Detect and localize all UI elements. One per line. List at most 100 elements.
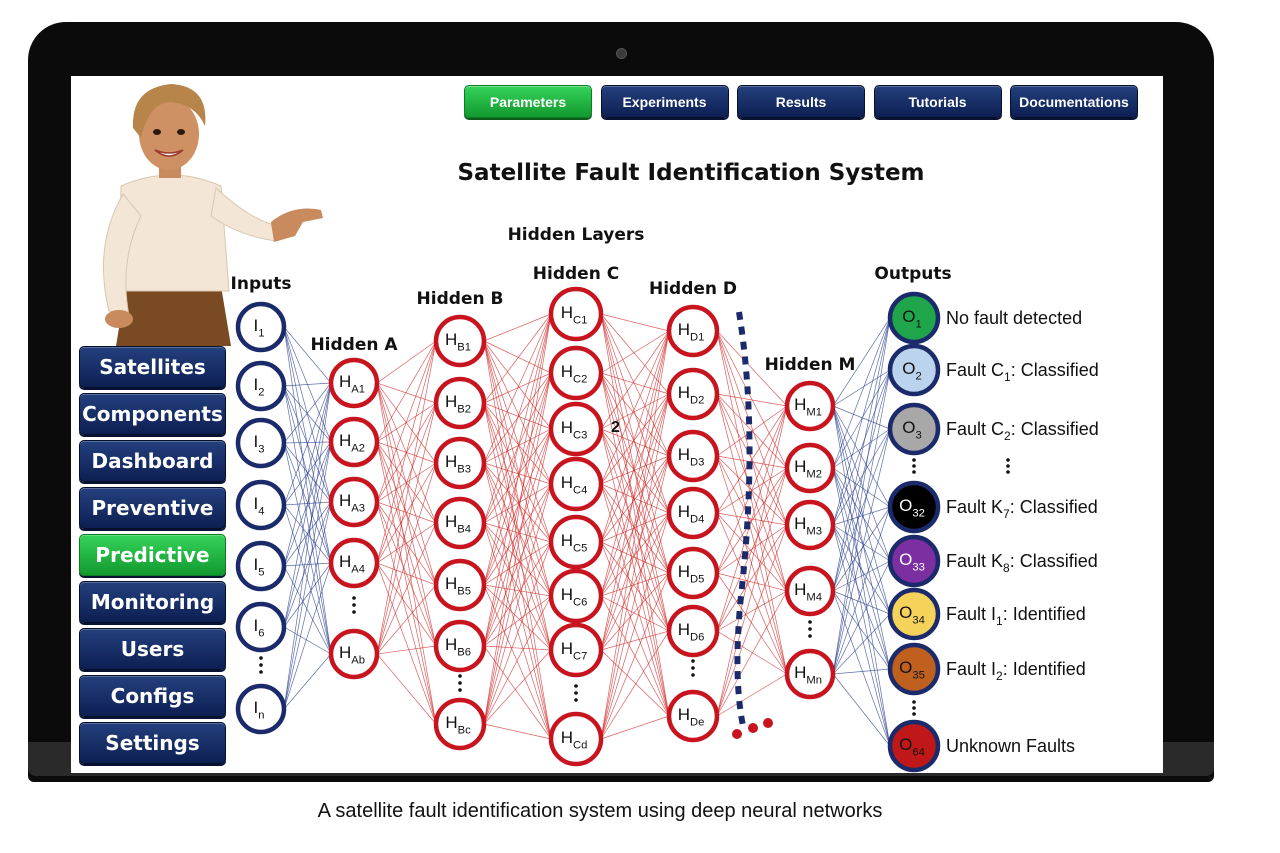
network-edge (483, 372, 552, 647)
network-edge (483, 428, 552, 464)
node-m-4 (784, 565, 836, 617)
node-b-4 (433, 496, 487, 550)
network-edge (600, 541, 670, 717)
sidebar-item-satellites[interactable]: Satellites (79, 346, 226, 388)
network-edge (600, 455, 670, 740)
output-node-label: O32 (899, 496, 925, 519)
network-edge (832, 560, 891, 675)
network-edge (376, 501, 437, 586)
sidebar-item-configs[interactable]: Configs (79, 675, 226, 717)
hidden-layers-label: Hidden Layers (508, 225, 645, 245)
network-edge (483, 462, 552, 740)
network-edge (483, 340, 552, 430)
network-edge (716, 405, 788, 632)
network-edge (832, 590, 891, 747)
network-edge (832, 405, 891, 508)
network-edge (283, 382, 332, 567)
node-d-1 (666, 304, 720, 358)
sidebar-item-settings[interactable]: Settings (79, 722, 226, 764)
tab-experiments[interactable]: Experiments (600, 85, 729, 118)
network-edge (716, 330, 788, 407)
sidebar-item-preventive[interactable]: Preventive (79, 487, 226, 529)
node-label: HM2 (794, 457, 822, 480)
ellipsis-dot (912, 700, 916, 704)
tab-documentations[interactable]: Documentations (1010, 85, 1138, 118)
network-edge (600, 572, 670, 740)
network-edge (376, 501, 437, 725)
node-label: HD5 (678, 562, 705, 585)
network-edge (483, 428, 552, 725)
network-edge (600, 630, 670, 740)
network-edge (600, 372, 670, 514)
network-edge (600, 428, 670, 632)
node-label: In (254, 698, 265, 721)
neural-network-diagram: I1I2I3I4I5I6InHA1HA2HA3HA4HAbHB1HB2HB3HB… (231, 225, 1099, 773)
network-edge (716, 512, 788, 592)
sidebar-item-dashboard[interactable]: Dashboard (79, 440, 226, 482)
ellipsis-dot (259, 670, 263, 674)
sidebar-item-monitoring[interactable]: Monitoring (79, 581, 226, 623)
output-label-7: Fault I2: Identified (946, 659, 1086, 683)
network-edges (283, 311, 891, 747)
network-edge (376, 340, 437, 564)
network-edge (483, 372, 552, 725)
node-label: HMn (794, 663, 822, 686)
network-edge (376, 340, 437, 384)
network-edge (483, 313, 552, 586)
network-edge (832, 590, 891, 670)
network-edge (600, 330, 670, 597)
network-edge (832, 560, 891, 592)
ellipsis-dot (808, 627, 812, 631)
ellipsis-dot (1006, 464, 1010, 468)
node-label: HC7 (561, 639, 588, 662)
ellipsis-dot (691, 666, 695, 670)
network-edge (483, 340, 552, 543)
node-label: HD4 (678, 502, 705, 525)
network-edge (600, 572, 670, 597)
layer-label-inputs: Inputs (231, 274, 292, 294)
network-edge (483, 313, 552, 342)
network-edge (832, 506, 891, 526)
avatar-hair (132, 84, 206, 138)
output-label-2: Fault C1: Classified (946, 360, 1099, 384)
node-c-3 (548, 401, 604, 457)
network-edge (716, 393, 788, 592)
network-edge (483, 522, 552, 651)
tab-results[interactable]: Results (737, 85, 865, 118)
node-label: HB5 (445, 574, 471, 597)
sidebar-item-components[interactable]: Components (79, 393, 226, 435)
node-label: I5 (254, 555, 265, 578)
network-edge (376, 562, 437, 586)
network-edge (600, 330, 670, 430)
network-edge (832, 369, 891, 469)
node-m-2 (784, 442, 836, 494)
node-d-3 (666, 429, 720, 483)
presenter-avatar (102, 84, 323, 346)
network-edge (283, 382, 332, 506)
network-edge (283, 504, 332, 655)
network-edge (716, 630, 788, 675)
network-edge (600, 512, 670, 740)
network-edge (600, 455, 670, 651)
network-edge (376, 382, 437, 404)
network-edge (600, 428, 670, 717)
tab-tutorials[interactable]: Tutorials (873, 85, 1002, 118)
layer-label-m: Hidden M (765, 355, 856, 375)
ellipsis-dot (352, 603, 356, 607)
network-edge (716, 330, 788, 469)
network-edge (716, 590, 788, 717)
network-edge (600, 455, 670, 485)
sidebar-item-users[interactable]: Users (79, 628, 226, 670)
network-edge (376, 340, 437, 443)
network-edge (483, 645, 552, 651)
tab-parameters[interactable]: Parameters (464, 85, 592, 118)
output-node-5 (887, 534, 941, 588)
node-label: HA4 (339, 552, 365, 575)
node-m-3 (784, 499, 836, 551)
network-edge (600, 372, 670, 457)
sidebar-item-predictive[interactable]: Predictive (79, 534, 226, 576)
network-edge (376, 402, 437, 655)
ellipsis-dot (912, 712, 916, 716)
network-edge (483, 584, 552, 597)
